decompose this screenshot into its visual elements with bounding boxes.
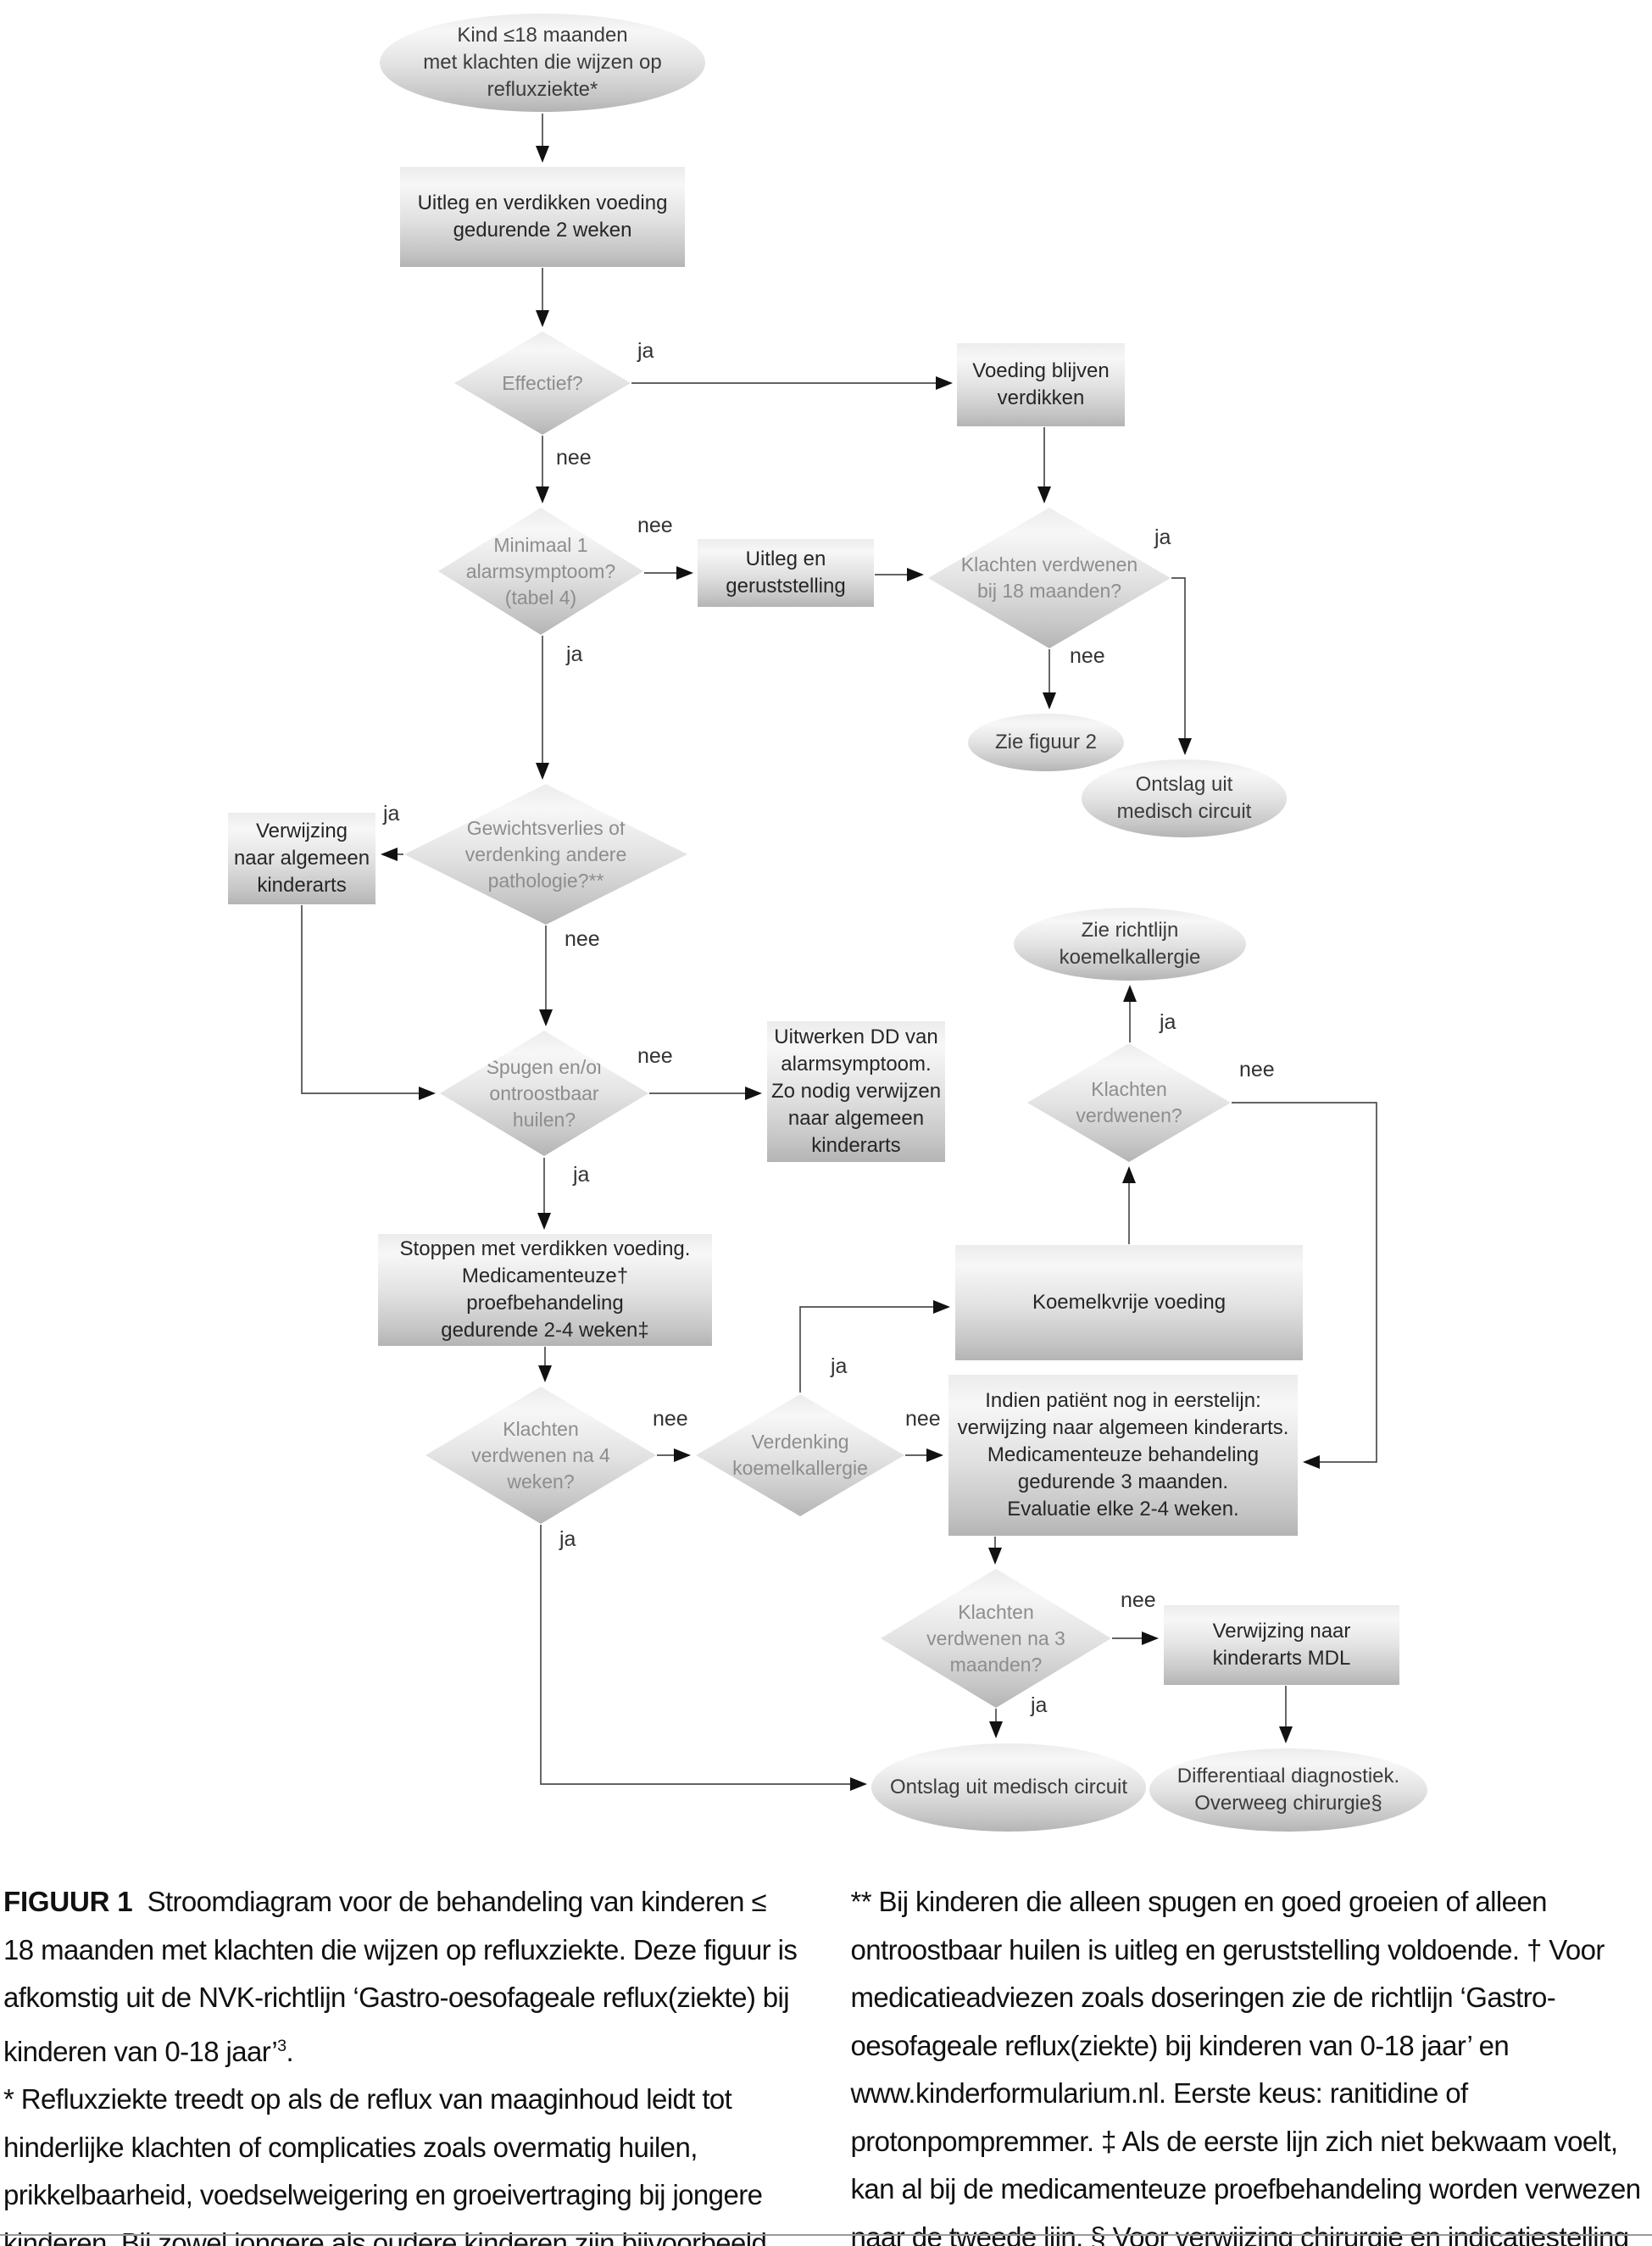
label-verdwenen18-nee: nee xyxy=(1070,644,1105,668)
see-figure2-oval: Zie figuur 2 xyxy=(968,714,1124,771)
label-verdwenen18-ja: ja xyxy=(1154,525,1171,549)
label-gewicht-ja: ja xyxy=(383,802,400,826)
caption-main-period: . xyxy=(286,2035,294,2067)
label-verdenking-ja: ja xyxy=(831,1354,848,1378)
label-effectief-nee: nee xyxy=(556,446,592,470)
referral-mdl-box: Verwijzing naar kinderarts MDL xyxy=(1164,1605,1399,1685)
label-verdwenen4-nee: nee xyxy=(653,1407,688,1431)
figure-number: FIGUUR 1 xyxy=(3,1886,133,1917)
caption-footnote-left: * Refluxziekte treedt op als de reflux v… xyxy=(3,2083,767,2246)
bottom-divider xyxy=(0,2234,1652,2236)
figure-caption: FIGUUR 1 Stroomdiagram voor de behandeli… xyxy=(3,1878,1649,2246)
caption-reference: 3 xyxy=(277,2036,286,2055)
stop-thickening-box: Stoppen met verdikken voeding. Medicamen… xyxy=(378,1234,712,1346)
label-spugen-nee: nee xyxy=(637,1044,673,1068)
discharge-oval-2: Ontslag uit medisch circuit xyxy=(871,1743,1146,1832)
edge-verdenking-ja xyxy=(799,1300,950,1393)
label-effectief-ja: ja xyxy=(637,339,654,363)
caption-footnote-right: ** Bij kinderen die alleen spugen en goe… xyxy=(850,1886,1642,2246)
explain-reassure-box: Uitleg en geruststelling xyxy=(698,539,874,607)
start-oval: Kind ≤18 maanden met klachten die wijzen… xyxy=(380,14,705,112)
cowmilk-free-feeding-box: Koemelkvrije voeding xyxy=(955,1245,1303,1360)
edge-verwijzing-to-spugen xyxy=(301,905,436,1100)
thicken-feeding-box: Uitleg en verdikken voeding gedurende 2 … xyxy=(400,167,685,267)
see-guideline-cma-oval: Zie richtlijn koemelkallergie xyxy=(1014,908,1246,981)
discharge-oval-1: Ontslag uit medisch circuit xyxy=(1082,759,1287,837)
edge-verdwenen18-ja xyxy=(1171,577,1192,755)
label-gewicht-nee: nee xyxy=(565,927,600,951)
workup-dd-box: Uitwerken DD van alarmsymptoom. Zo nodig… xyxy=(767,1021,945,1162)
label-alarm-nee: nee xyxy=(637,514,673,537)
differential-surgery-oval: Differentiaal diagnostiek. Overweeg chir… xyxy=(1149,1748,1427,1832)
label-verdwenen3-nee: nee xyxy=(1121,1588,1156,1612)
referral-pediatrician-box: Verwijzing naar algemeen kinderarts xyxy=(228,813,375,904)
label-verdenking-nee: nee xyxy=(905,1407,941,1431)
keep-thickening-box: Voeding blijven verdikken xyxy=(957,343,1125,426)
edge-verdwenen4-ja-long xyxy=(540,1525,867,1791)
caption-right-column: ** Bij kinderen die alleen spugen en goe… xyxy=(851,1878,1649,2246)
caption-main-text: Stroomdiagram voor de behandeling van ki… xyxy=(3,1886,798,2067)
caption-main: FIGUUR 1 Stroomdiagram voor de behandeli… xyxy=(3,1878,802,2076)
label-spugen-ja: ja xyxy=(573,1163,590,1187)
label-verdwenen4-ja: ja xyxy=(559,1527,576,1551)
firstline-referral-box: Indien patiënt nog in eerstelijn: verwij… xyxy=(948,1375,1298,1536)
edge-verdwenen-nee xyxy=(1232,1102,1377,1469)
label-verdwenen3-ja: ja xyxy=(1031,1693,1048,1717)
label-verdwenen-nee: nee xyxy=(1239,1058,1275,1081)
caption-left-column: FIGUUR 1 Stroomdiagram voor de behandeli… xyxy=(3,1878,802,2246)
label-alarm-ja: ja xyxy=(566,642,583,666)
label-verdwenen-ja: ja xyxy=(1160,1010,1176,1034)
